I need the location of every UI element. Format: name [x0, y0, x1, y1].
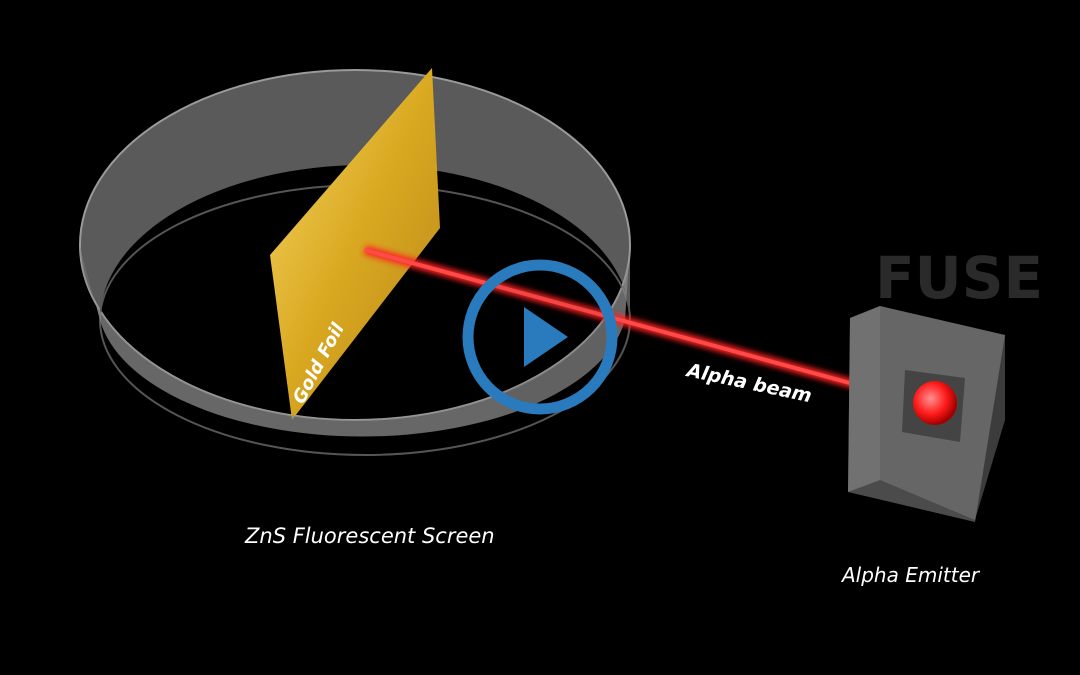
alpha-emitter-box — [848, 306, 1005, 522]
play-button[interactable] — [462, 259, 618, 415]
watermark: FUSE — [875, 244, 1043, 312]
gold-foil — [270, 68, 440, 420]
emitter-source — [913, 381, 957, 425]
play-icon — [524, 307, 568, 367]
emitter-label: Alpha Emitter — [840, 563, 981, 587]
screen-label: ZnS Fluorescent Screen — [244, 524, 495, 548]
alpha-beam — [363, 245, 932, 410]
